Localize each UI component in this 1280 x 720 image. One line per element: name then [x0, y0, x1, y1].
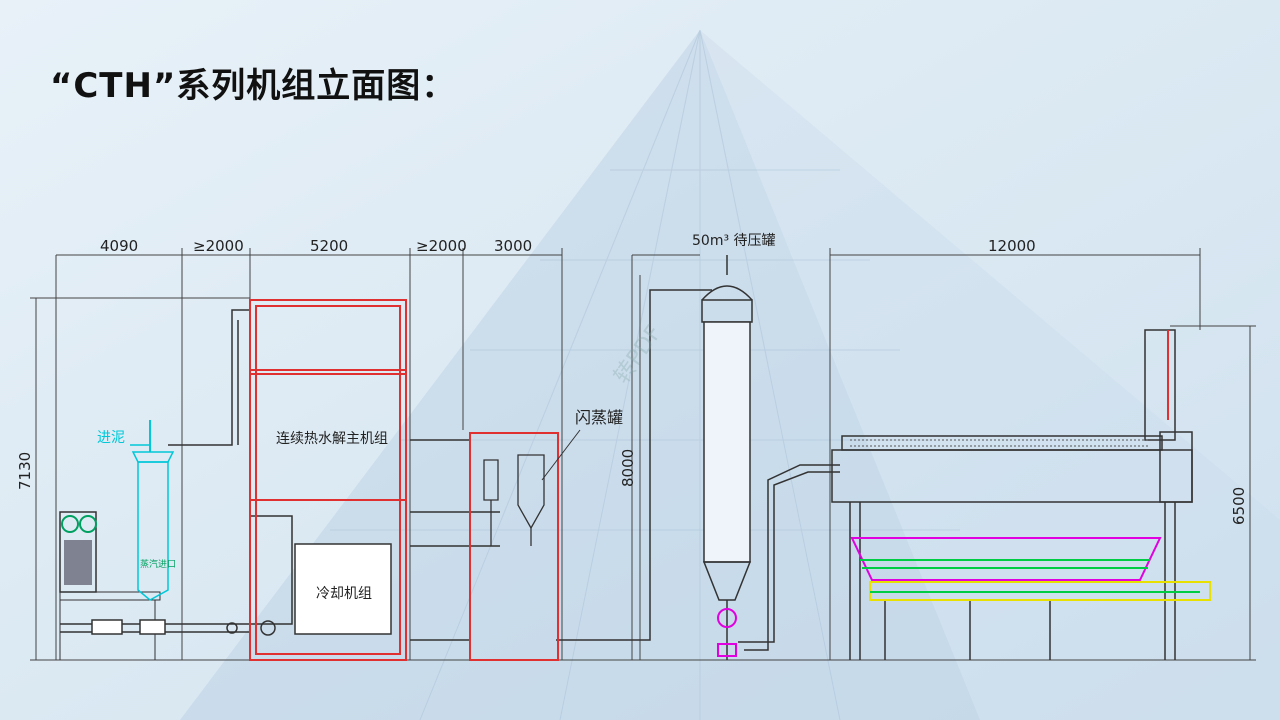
dim-6500: 6500	[1230, 487, 1248, 525]
main-unit-frame	[249, 299, 407, 661]
flash-tank-frame	[469, 432, 559, 661]
steam-inlet-label: 蒸汽进口	[140, 558, 176, 570]
pipes	[60, 289, 840, 651]
filter-plates	[850, 439, 1150, 447]
flash-tank-label: 闪蒸罐	[575, 408, 623, 427]
filter-press	[831, 329, 1193, 660]
cooling-unit-label: 冷却机组	[316, 586, 372, 602]
dim-12000: 12000	[988, 237, 1036, 255]
dim-4090: 4090	[100, 237, 138, 255]
collection-tray	[850, 537, 1211, 601]
dim-8000: 8000	[619, 449, 637, 487]
dimension-lines	[30, 248, 1256, 661]
cooling-unit-box	[294, 543, 392, 635]
page-title: “CTH”系列机组立面图：	[50, 66, 457, 106]
pressure-tank	[701, 255, 753, 660]
dim-7130: 7130	[16, 452, 34, 490]
dim-5200: 5200	[310, 237, 348, 255]
flash-tank-leader	[541, 429, 581, 481]
flash-tank	[483, 454, 545, 546]
dim-2000-b: ≥2000	[416, 237, 467, 255]
dim-3000: 3000	[494, 237, 532, 255]
main-unit-label: 连续热水解主机组	[276, 430, 388, 447]
watermark: 转PDF	[609, 321, 667, 388]
dim-2000-a: ≥2000	[193, 237, 244, 255]
pressure-tank-label: 50m³ 待压罐	[692, 233, 776, 249]
sludge-inlet-label: 进泥	[97, 430, 125, 446]
pump-icon	[717, 608, 737, 628]
valve-icon	[717, 643, 737, 657]
